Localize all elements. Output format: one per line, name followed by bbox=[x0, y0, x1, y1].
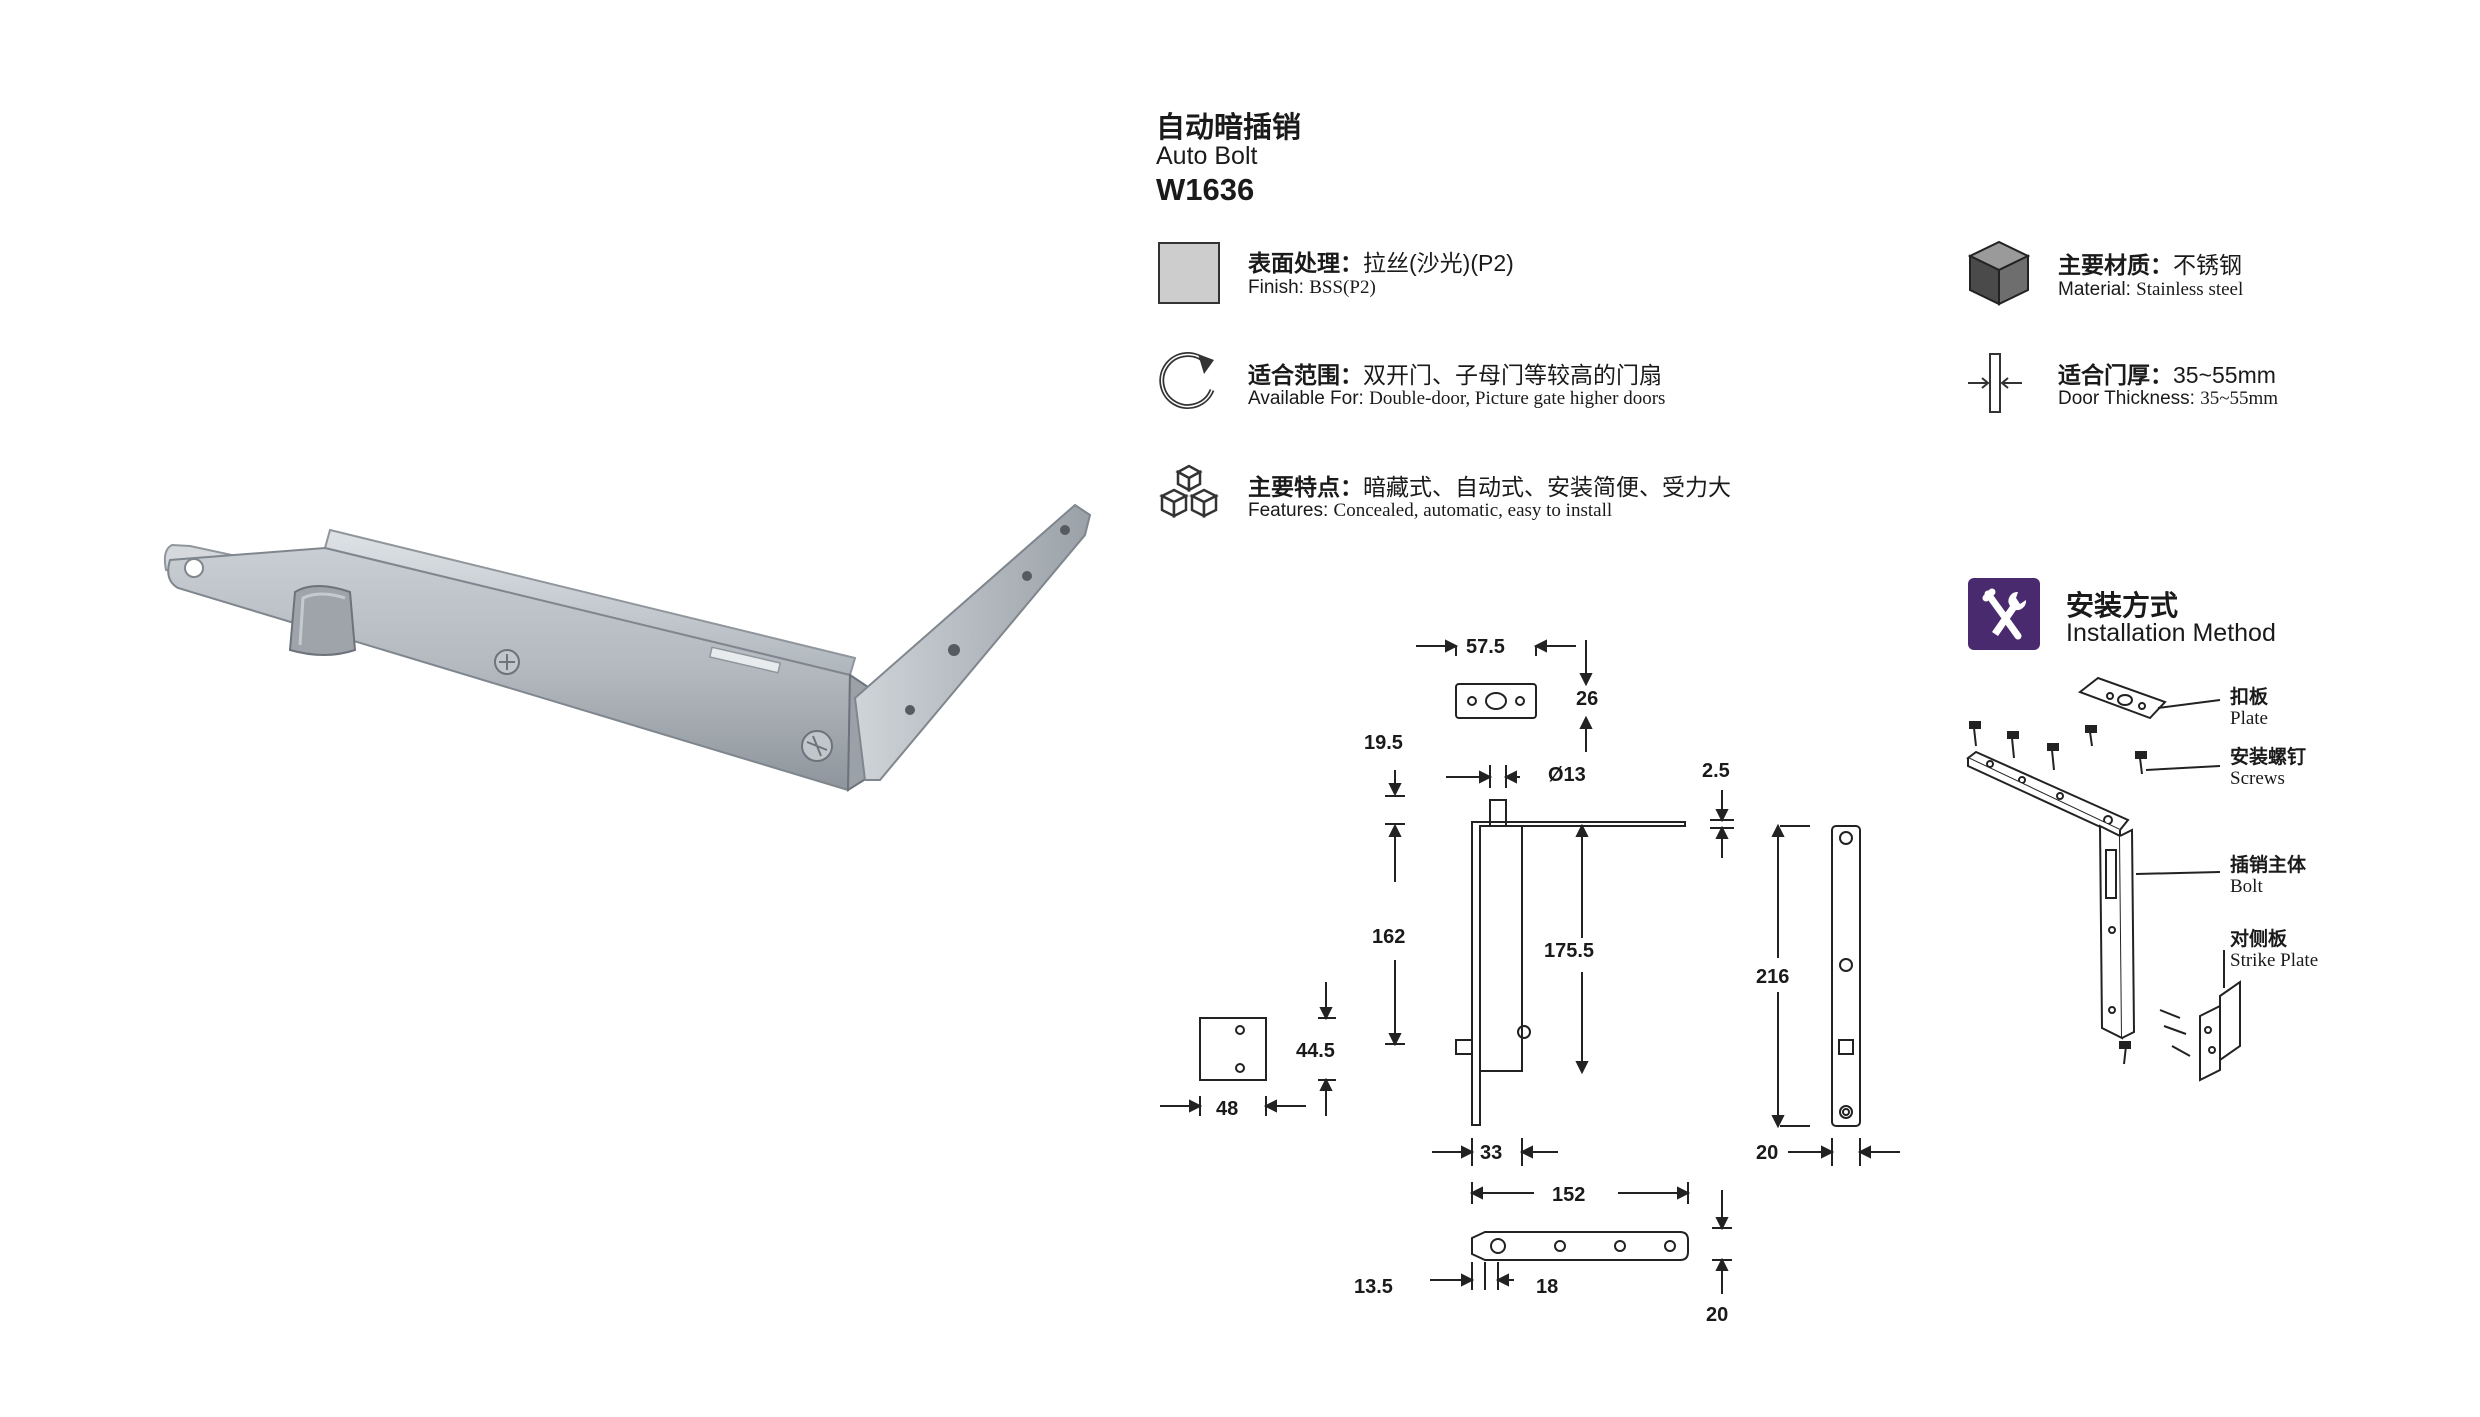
installation-diagram bbox=[1966, 676, 2241, 1082]
finish-label-cn: 表面处理： bbox=[1248, 250, 1363, 276]
dim-strike-height: 44.5 bbox=[1296, 1040, 1335, 1062]
material-label-en: Material: bbox=[2058, 279, 2137, 300]
callout-plate-en: Plate bbox=[2230, 708, 2268, 729]
material-cn: 主要材质：不锈钢 bbox=[2058, 246, 2242, 280]
callout-bolt-en: Bolt bbox=[2230, 876, 2263, 897]
dim-body-length: 162 bbox=[1372, 926, 1406, 948]
available-cn: 适合范围：双开门、子母门等较高的门扇 bbox=[1248, 356, 1662, 390]
callout-strike-cn: 对侧板 bbox=[2230, 929, 2288, 950]
dim-bottom-height: 20 bbox=[1706, 1304, 1729, 1326]
dim-end-offset: 13.5 bbox=[1354, 1276, 1393, 1298]
rotate-arrow-icon bbox=[1159, 352, 1215, 409]
dim-offset-top: 19.5 bbox=[1364, 732, 1403, 754]
thickness-value-en: 35~55mm bbox=[2200, 388, 2279, 409]
finish-en: Finish: BSS(P2) bbox=[1248, 277, 1376, 299]
finish-swatch-icon bbox=[1158, 242, 1220, 304]
dim-plate-thick: 2.5 bbox=[1702, 760, 1730, 782]
door-thickness-icon bbox=[1968, 353, 2022, 413]
install-badge-icon bbox=[1968, 578, 2040, 650]
available-label-en: Available For: bbox=[1248, 388, 1370, 409]
material-label-cn: 主要材质： bbox=[2058, 252, 2173, 278]
material-value-en: Stainless steel bbox=[2136, 279, 2244, 300]
features-value-cn: 暗藏式、自动式、安装简便、受力大 bbox=[1363, 474, 1731, 500]
features-cn: 主要特点：暗藏式、自动式、安装简便、受力大 bbox=[1248, 468, 1731, 502]
callout-strike-en: Strike Plate bbox=[2230, 950, 2319, 971]
dim-plate-height: 26 bbox=[1576, 688, 1599, 710]
technical-drawing bbox=[1160, 639, 1900, 1294]
product-name-cn: 自动暗插销 bbox=[1156, 112, 1302, 144]
product-name-en: Auto Bolt bbox=[1156, 142, 1258, 170]
thickness-label-cn: 适合门厚： bbox=[2058, 362, 2173, 388]
dim-bottom-length: 152 bbox=[1552, 1184, 1586, 1206]
install-title-cn: 安装方式 bbox=[2066, 590, 2179, 621]
finish-label-en: Finish: bbox=[1248, 277, 1310, 298]
dim-plate-width: 57.5 bbox=[1466, 636, 1505, 658]
dim-side-width: 20 bbox=[1756, 1142, 1779, 1164]
available-value-cn: 双开门、子母门等较高的门扇 bbox=[1363, 362, 1662, 388]
features-label-cn: 主要特点： bbox=[1248, 474, 1363, 500]
thickness-value-cn: 35~55mm bbox=[2173, 362, 2276, 388]
thickness-en: Door Thickness: 35~55mm bbox=[2058, 388, 2278, 410]
available-value-en: Double-door, Picture gate higher doors bbox=[1369, 388, 1666, 409]
callout-screws-cn: 安装螺钉 bbox=[2230, 747, 2307, 768]
product-photo bbox=[163, 503, 1092, 792]
install-title-en: Installation Method bbox=[2066, 619, 2276, 647]
callout-bolt-cn: 插销主体 bbox=[2230, 855, 2307, 876]
finish-value-cn: 拉丝(沙光)(P2) bbox=[1363, 250, 1514, 276]
finish-value-en: BSS(P2) bbox=[1309, 277, 1376, 298]
material-value-cn: 不锈钢 bbox=[2173, 252, 2242, 278]
dim-total-height: 175.5 bbox=[1544, 940, 1595, 962]
material-en: Material: Stainless steel bbox=[2058, 279, 2243, 301]
tools-icon bbox=[1982, 588, 2027, 640]
features-en: Features: Concealed, automatic, easy to … bbox=[1248, 500, 1612, 522]
thickness-label-en: Door Thickness: bbox=[2058, 388, 2201, 409]
available-label-cn: 适合范围： bbox=[1248, 362, 1363, 388]
dim-hole-dia: Ø13 bbox=[1548, 764, 1586, 786]
features-label-en: Features: bbox=[1248, 500, 1334, 521]
dim-body-width: 33 bbox=[1480, 1142, 1503, 1164]
dim-strike-width: 48 bbox=[1216, 1098, 1239, 1120]
thickness-cn: 适合门厚：35~55mm bbox=[2058, 356, 2276, 390]
blocks-icon bbox=[1159, 464, 1219, 519]
finish-cn: 表面处理：拉丝(沙光)(P2) bbox=[1248, 244, 1514, 278]
dim-hole-spacing: 18 bbox=[1536, 1276, 1559, 1298]
available-en: Available For: Double-door, Picture gate… bbox=[1248, 388, 1665, 410]
dim-side-height: 216 bbox=[1756, 966, 1790, 988]
product-model: W1636 bbox=[1156, 172, 1255, 207]
callout-plate-cn: 扣板 bbox=[2230, 687, 2269, 708]
features-value-en: Concealed, automatic, easy to install bbox=[1333, 500, 1613, 521]
cube-icon bbox=[1967, 240, 2031, 306]
callout-screws-en: Screws bbox=[2230, 768, 2285, 789]
